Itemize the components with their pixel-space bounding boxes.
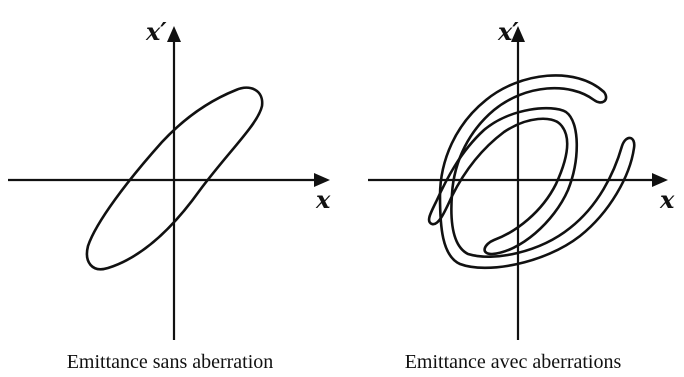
right-x-axis-label: x (659, 185, 675, 214)
panel-left: x x′ Emittance sans aberration (8, 17, 331, 373)
left-emittance-ellipse (85, 86, 264, 271)
right-emittance-inner-band (427, 106, 579, 256)
left-caption: Emittance sans aberration (67, 351, 274, 373)
left-x-axis-arrow (314, 173, 330, 187)
left-y-axis-label: x′ (145, 17, 167, 46)
left-y-axis-arrow (167, 26, 181, 42)
right-emittance-outer-band (438, 74, 636, 270)
right-x-axis-arrow (652, 173, 668, 187)
right-y-axis-label: x′ (497, 17, 519, 46)
left-x-axis-label: x (315, 185, 331, 214)
panel-right: x x′ Emittance avec aberrations (368, 17, 675, 373)
right-y-axis-arrow (511, 26, 525, 42)
right-caption: Emittance avec aberrations (405, 351, 622, 373)
